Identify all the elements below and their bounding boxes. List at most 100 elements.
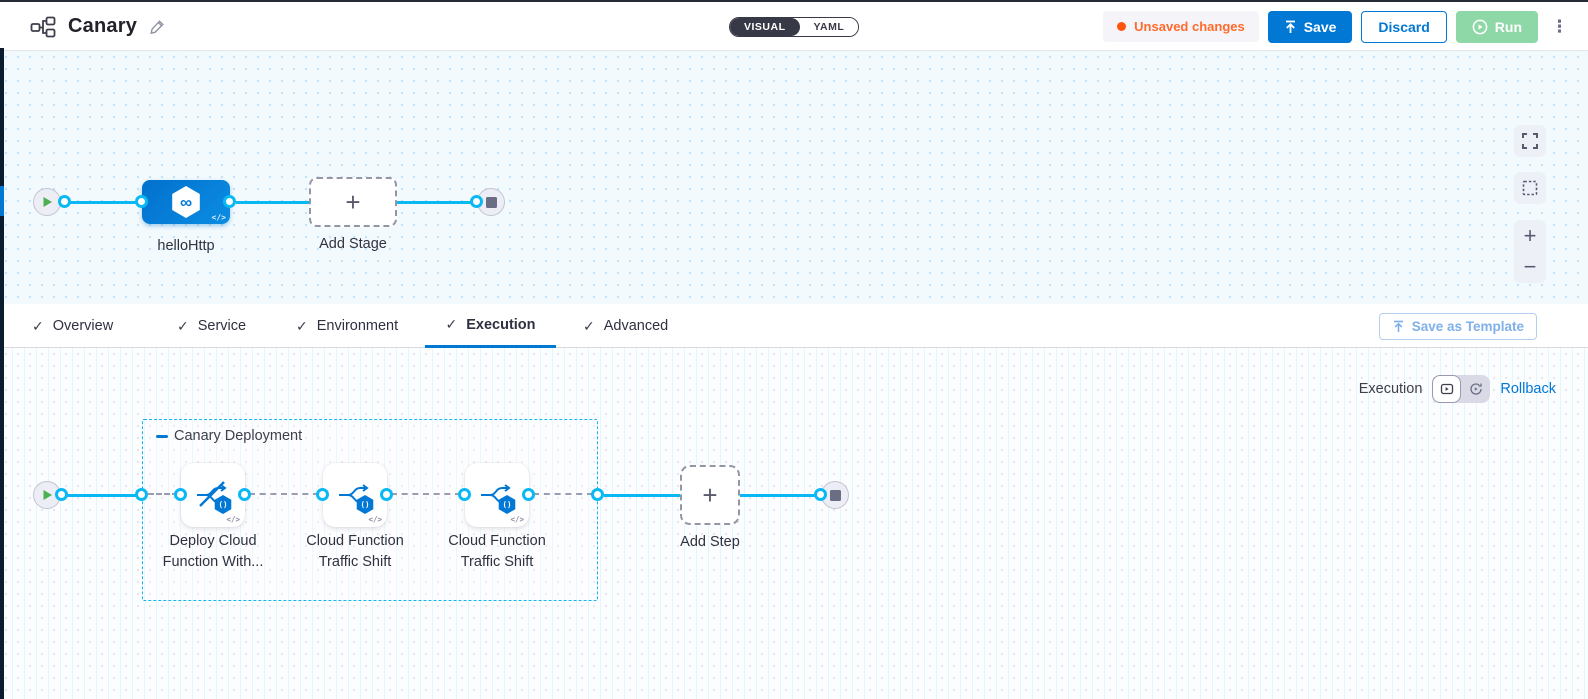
add-step-button[interactable]: +: [680, 465, 740, 525]
toggle-yaml[interactable]: YAML: [799, 18, 859, 36]
execution-view-button[interactable]: [1432, 375, 1462, 403]
check-icon: ✓: [583, 317, 595, 334]
port[interactable]: [470, 195, 483, 208]
step-card-traffic-shift-1[interactable]: () </>: [323, 463, 387, 527]
step-label-line2: Function With...: [162, 554, 264, 570]
cd-infinity-icon: ∞: [179, 192, 193, 212]
marquee-select-icon: [1522, 180, 1538, 196]
save-button-label: Save: [1303, 18, 1337, 35]
step-label-line1: Cloud Function: [448, 533, 546, 549]
tab-overview[interactable]: ✓ Overview: [32, 304, 113, 348]
cloud-function-badge-icon: (): [498, 495, 516, 514]
port[interactable]: [55, 488, 68, 501]
window-top-edge: [0, 0, 1588, 2]
stage-type-hexagon: ∞: [172, 186, 200, 218]
port[interactable]: [316, 488, 329, 501]
step-card-traffic-shift-2[interactable]: () </>: [465, 463, 529, 527]
execution-steps-icon: [1440, 383, 1454, 395]
unsaved-changes-label: Unsaved changes: [1134, 19, 1245, 34]
execution-rollback-toggle: [1432, 375, 1491, 403]
port[interactable]: [174, 488, 187, 501]
unsaved-dot-icon: [1117, 22, 1127, 31]
execution-canvas[interactable]: Execution Rollback: [0, 348, 1588, 699]
discard-button[interactable]: Discard: [1361, 10, 1447, 43]
step-card-deploy-cloud-function[interactable]: () </>: [181, 463, 245, 527]
wire-group-to-addstep: [604, 494, 680, 497]
tab-environment[interactable]: ✓ Environment: [296, 304, 398, 348]
more-options-icon[interactable]: ⋮: [1551, 16, 1568, 36]
fullscreen-button[interactable]: [1514, 125, 1546, 157]
port[interactable]: [380, 488, 393, 501]
port[interactable]: [814, 488, 827, 501]
tab-service[interactable]: ✓ Service: [177, 304, 246, 348]
tab-execution[interactable]: ✓ Execution: [425, 304, 556, 348]
zoom-controls: + −: [1514, 220, 1546, 283]
run-button-label: Run: [1494, 18, 1522, 35]
step-label-line1: Deploy Cloud: [169, 533, 257, 549]
fit-to-screen-button[interactable]: [1514, 172, 1546, 204]
zoom-out-button[interactable]: −: [1514, 252, 1546, 284]
code-icon: </>: [211, 213, 226, 222]
zoom-in-button[interactable]: +: [1514, 220, 1546, 252]
code-icon: </>: [226, 515, 240, 524]
left-nav-rail-indicator: [0, 186, 4, 216]
stage-label: helloHttp: [157, 238, 215, 254]
step-group-label: Canary Deployment: [174, 428, 303, 444]
left-nav-rail: [0, 48, 4, 699]
wire-dashed: [148, 493, 178, 495]
execution-mode-label: Execution: [1358, 381, 1423, 397]
code-icon: </>: [510, 515, 524, 524]
collapse-group-icon[interactable]: [156, 434, 168, 438]
start-play-icon: [43, 197, 52, 207]
stage-tabbar: ✓ Overview ✓ Service ✓ Environment ✓ Exe…: [0, 304, 1588, 348]
rollback-link[interactable]: Rollback: [1500, 381, 1556, 397]
toggle-visual[interactable]: VISUAL: [730, 18, 800, 36]
stage-node-hellohttp[interactable]: ∞ </>: [142, 180, 230, 224]
save-as-template-button[interactable]: Save as Template: [1378, 313, 1537, 340]
plus-icon: +: [702, 480, 718, 510]
tab-service-label: Service: [197, 318, 247, 334]
add-step-label: Add Step: [680, 534, 740, 550]
wire-stage-to-addstage: [236, 201, 309, 204]
wire-start-to-stage: [65, 201, 142, 204]
check-icon: ✓: [445, 316, 458, 332]
step-label-line2: Traffic Shift: [318, 554, 392, 570]
run-button[interactable]: Run: [1455, 10, 1538, 43]
tab-advanced-label: Advanced: [603, 318, 669, 334]
wire-start-to-group: [61, 494, 142, 497]
stage-start-node[interactable]: [33, 188, 61, 216]
wire-addstep-to-end: [740, 494, 821, 497]
save-button[interactable]: Save: [1267, 10, 1353, 43]
unsaved-changes-badge: Unsaved changes: [1103, 11, 1259, 42]
add-stage-button[interactable]: +: [309, 177, 397, 227]
page-title: Canary: [68, 15, 138, 37]
edit-title-icon[interactable]: [149, 18, 166, 35]
port[interactable]: [458, 488, 471, 501]
upload-icon: [1285, 20, 1295, 33]
port[interactable]: [223, 195, 236, 208]
step-group-header[interactable]: Canary Deployment: [156, 428, 302, 444]
check-icon: ✓: [177, 317, 189, 334]
port[interactable]: [58, 195, 71, 208]
fullscreen-icon: [1522, 133, 1538, 149]
port[interactable]: [135, 488, 148, 501]
code-icon: </>: [368, 515, 382, 524]
cloud-function-badge-icon: (): [214, 495, 232, 514]
execution-mode-row: Execution Rollback: [1359, 375, 1556, 403]
port[interactable]: [522, 488, 535, 501]
rollback-view-button[interactable]: [1461, 375, 1490, 403]
port[interactable]: [238, 488, 251, 501]
step-label: Cloud Function Traffic Shift: [412, 531, 582, 573]
start-play-icon: [43, 490, 52, 500]
port[interactable]: [591, 488, 604, 501]
check-icon: ✓: [296, 317, 308, 334]
stage-canvas[interactable]: ∞ </> helloHttp + Add Stage: [0, 51, 1588, 304]
stop-square-icon: [485, 196, 497, 208]
wire-dashed: [391, 493, 461, 495]
tab-advanced[interactable]: ✓ Advanced: [583, 304, 668, 348]
wire-dashed: [533, 493, 593, 495]
pipeline-icon: [30, 16, 56, 38]
cloud-function-badge-icon: (): [356, 495, 374, 514]
port[interactable]: [135, 195, 148, 208]
